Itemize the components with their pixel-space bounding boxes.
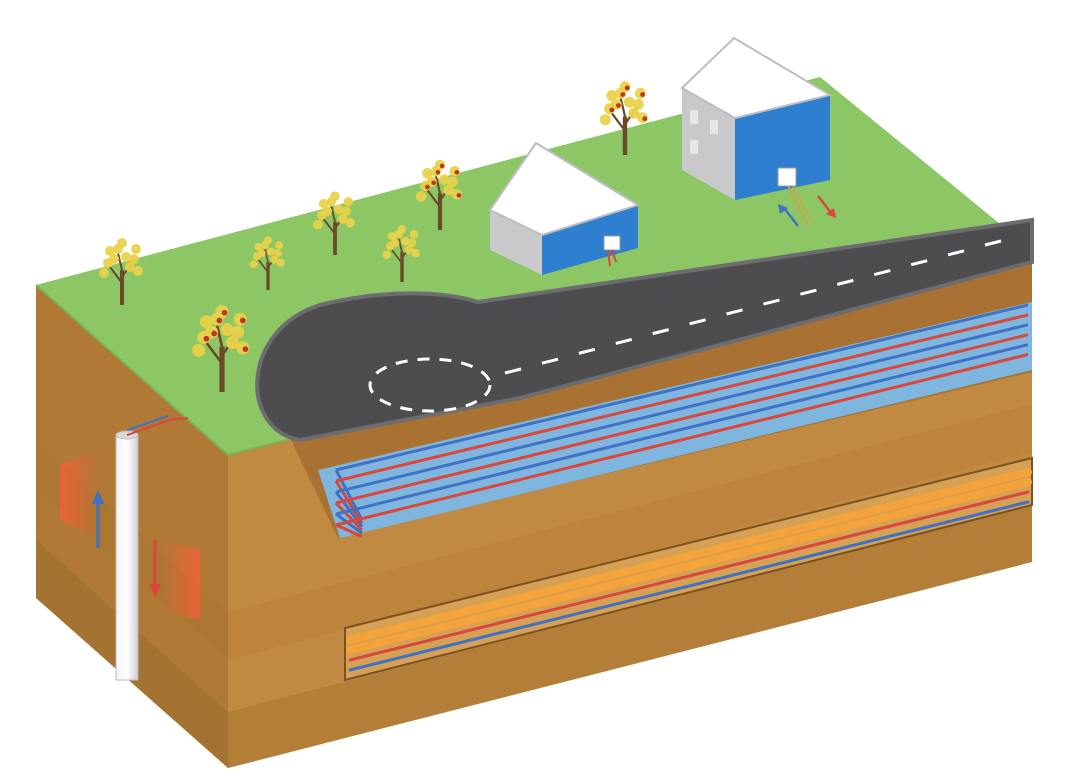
well-supply-line xyxy=(126,417,189,436)
house-large-front-wall xyxy=(735,95,830,200)
road-surface xyxy=(255,217,1034,443)
house-small-pipes xyxy=(607,249,617,267)
road-dash xyxy=(726,308,743,316)
tree-icon xyxy=(313,191,355,255)
trees xyxy=(99,81,649,392)
tree-icon xyxy=(382,225,420,282)
road-center-line xyxy=(504,239,1002,375)
house-large-pipes xyxy=(787,185,813,227)
loop-pipe xyxy=(335,333,1029,505)
loop-pipe xyxy=(335,353,1029,527)
road-dash xyxy=(984,239,1002,247)
house-small-front-wall xyxy=(542,205,638,275)
heat-glow-right xyxy=(160,540,200,620)
tree-icon xyxy=(415,159,463,230)
house-window xyxy=(710,120,718,134)
horizontal-loop-trench xyxy=(290,250,1032,538)
tree-icon xyxy=(599,81,649,155)
house-window xyxy=(690,140,698,154)
road-dash xyxy=(578,347,596,355)
loop-pipe-bend xyxy=(334,480,364,525)
heat-pump-unit xyxy=(603,235,621,251)
soil-stratum xyxy=(228,404,1032,660)
deep-loop-layer xyxy=(344,456,1033,682)
house-small-roof xyxy=(488,141,641,237)
flow-arrow-down-icon xyxy=(817,195,836,218)
loop-pipe xyxy=(335,303,1029,472)
loop-pipe xyxy=(335,323,1029,494)
tree-icon xyxy=(192,304,250,392)
deep-pipes xyxy=(346,468,1032,672)
cul-de-sac-marking xyxy=(368,357,492,413)
road-dash xyxy=(504,367,522,375)
vertical-well xyxy=(60,415,200,681)
road-dash xyxy=(689,318,706,326)
road-dash xyxy=(615,338,633,345)
road-dash xyxy=(800,288,817,296)
flow-arrow-up-icon xyxy=(778,204,799,227)
road-dash xyxy=(836,278,854,286)
soil-stratum xyxy=(228,505,1032,768)
heat-pump-unit xyxy=(777,167,797,187)
road xyxy=(255,217,1034,443)
flow-arrow-up-icon xyxy=(92,490,104,548)
road-dash xyxy=(652,328,670,336)
loop-pipe xyxy=(335,313,1029,483)
tree-icon xyxy=(99,238,143,305)
road-dash xyxy=(541,357,559,365)
tree-icon xyxy=(249,236,285,290)
road-dash xyxy=(947,249,965,257)
deep-pipe xyxy=(346,478,1032,654)
house-small-left-wall xyxy=(490,210,542,275)
loop-pipe-bend xyxy=(335,523,363,538)
loop-pipe-bend xyxy=(335,512,363,535)
road-dash xyxy=(763,298,780,306)
loop-pipe xyxy=(335,343,1029,516)
loop-pipes xyxy=(334,303,1029,538)
house-icon xyxy=(680,36,836,227)
deep-pipe xyxy=(346,468,1032,644)
deep-pipe xyxy=(348,500,1030,672)
road-dash xyxy=(910,259,928,267)
loop-pipe-bend xyxy=(334,501,364,531)
flow-arrow-down-icon xyxy=(149,540,161,598)
house-window xyxy=(690,110,698,124)
heat-glow-left xyxy=(60,450,100,540)
road-dash xyxy=(873,269,891,276)
loop-pipe-bend xyxy=(334,469,364,521)
deep-pipe xyxy=(348,490,1030,662)
well-return-line xyxy=(126,415,169,431)
well-pipe xyxy=(115,434,139,681)
house-large-roof xyxy=(680,36,833,120)
house-icon xyxy=(488,141,641,275)
